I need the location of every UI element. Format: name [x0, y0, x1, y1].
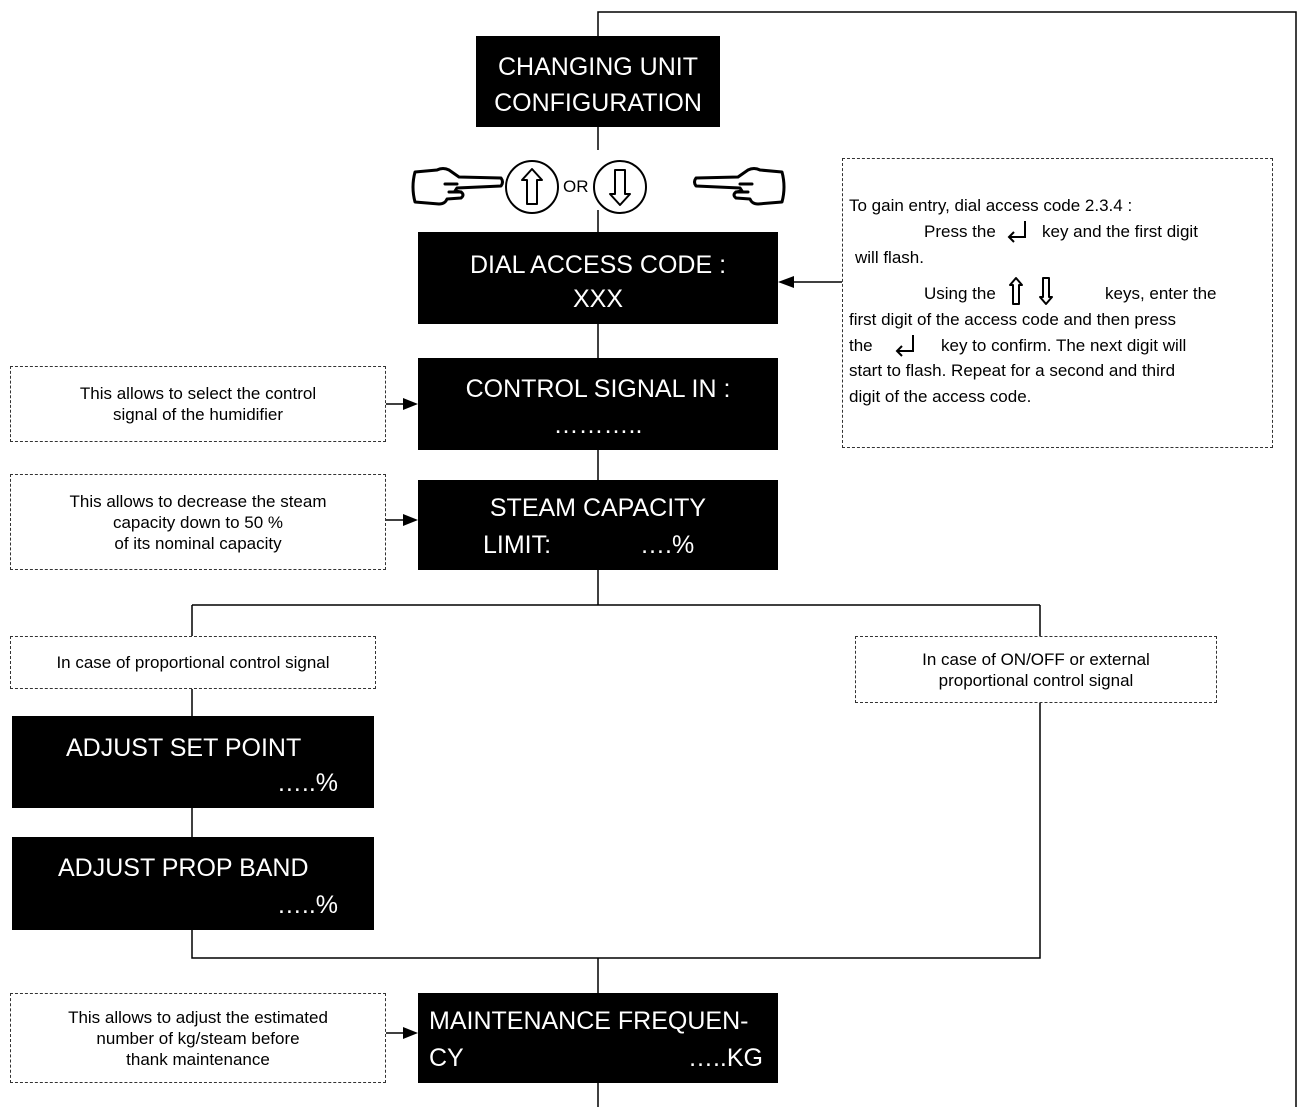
box-line-1: ADJUST SET POINT — [66, 734, 302, 762]
box-line-1: DIAL ACCESS CODE : — [469, 251, 727, 279]
box-line-1: CHANGING UNIT — [498, 53, 698, 81]
instruction-line-8: digit of the access code. — [849, 387, 1032, 406]
box-line-2: CONFIGURATION — [494, 89, 702, 117]
access-code-instructions: To gain entry, dial access code 2.3.4 : … — [842, 158, 1273, 448]
box-line-2: ……….. — [553, 411, 643, 439]
box-line-2-label: LIMIT: — [483, 531, 552, 559]
adjust-set-point-box: ADJUST SET POINT …..% — [12, 716, 374, 808]
box-line-2-value: ….% — [640, 531, 695, 559]
instruction-line-4b: keys, enter the — [1105, 284, 1217, 303]
instruction-line-7: start to flash. Repeat for a second and … — [849, 361, 1176, 380]
box-line-2: …..% — [276, 769, 338, 797]
onoff-control-note: In case of ON/OFF or external proportion… — [855, 636, 1217, 703]
instruction-line-6a: the — [849, 336, 873, 355]
note-text: This allows to decrease the steam capaci… — [69, 491, 327, 553]
control-arrowhead — [403, 398, 418, 410]
box-line-2-label: CY — [429, 1044, 464, 1072]
instruction-line-5: first digit of the access code and then … — [849, 310, 1176, 329]
box-line-1: CONTROL SIGNAL IN : — [465, 375, 731, 403]
pointing-hand-left-icon — [693, 167, 786, 206]
note-text: In case of proportional control signal — [56, 653, 330, 672]
outer-loop-line — [597, 11, 1297, 1107]
dial-arrowhead — [778, 276, 794, 288]
instruction-line-4a: Using the — [924, 284, 996, 303]
or-label: OR — [563, 177, 589, 196]
changing-unit-configuration-box: CHANGING UNIT CONFIGURATION — [476, 36, 720, 127]
box-line-2-value: …..KG — [687, 1044, 763, 1072]
instruction-line-2a: Press the — [924, 222, 996, 241]
instruction-line-1: To gain entry, dial access code 2.3.4 : — [849, 196, 1133, 215]
adjust-prop-band-box: ADJUST PROP BAND …..% — [12, 837, 374, 930]
box-line-1: MAINTENANCE FREQUEN- — [429, 1007, 749, 1035]
enter-key-icon — [1007, 221, 1026, 243]
instruction-line-3: will flash. — [855, 248, 924, 267]
steam-capacity-note: This allows to decrease the steam capaci… — [10, 474, 386, 570]
steam-capacity-limit-box: STEAM CAPACITY LIMIT: ….% — [418, 480, 778, 570]
left-join — [191, 703, 1041, 959]
box-line-2: XXX — [572, 285, 624, 313]
note-text: This allows to select the control signal… — [79, 384, 317, 424]
note-text: In case of ON/OFF or external proportion… — [922, 649, 1150, 690]
pointing-hand-right-icon — [411, 167, 504, 206]
down-arrow-key-icon — [1039, 277, 1053, 305]
instruction-line-2b: key and the first digit — [1042, 222, 1198, 241]
maintenance-note: This allows to adjust the estimated numb… — [10, 993, 386, 1083]
maintenance-arrowhead — [403, 1027, 418, 1039]
box-line-1: STEAM CAPACITY — [489, 494, 707, 522]
instruction-line-6b: key to confirm. The next digit will — [941, 336, 1187, 355]
box-line-2: …..% — [276, 891, 338, 919]
control-signal-in-box: CONTROL SIGNAL IN : ……….. — [418, 358, 778, 450]
box-line-1: ADJUST PROP BAND — [58, 854, 309, 882]
control-signal-note: This allows to select the control signal… — [10, 366, 386, 442]
up-arrow-key-icon — [1009, 277, 1023, 305]
down-arrow-key-icon[interactable] — [593, 160, 647, 214]
up-arrow-key-icon[interactable] — [505, 160, 559, 214]
note-text: This allows to adjust the estimated numb… — [68, 1007, 328, 1069]
maintenance-frequency-box: MAINTENANCE FREQUEN- CY …..KG — [418, 993, 778, 1083]
dial-access-code-box: DIAL ACCESS CODE : XXX — [418, 232, 778, 324]
proportional-control-note: In case of proportional control signal — [10, 636, 376, 689]
enter-key-icon — [895, 335, 914, 357]
steam-arrowhead — [403, 514, 418, 526]
